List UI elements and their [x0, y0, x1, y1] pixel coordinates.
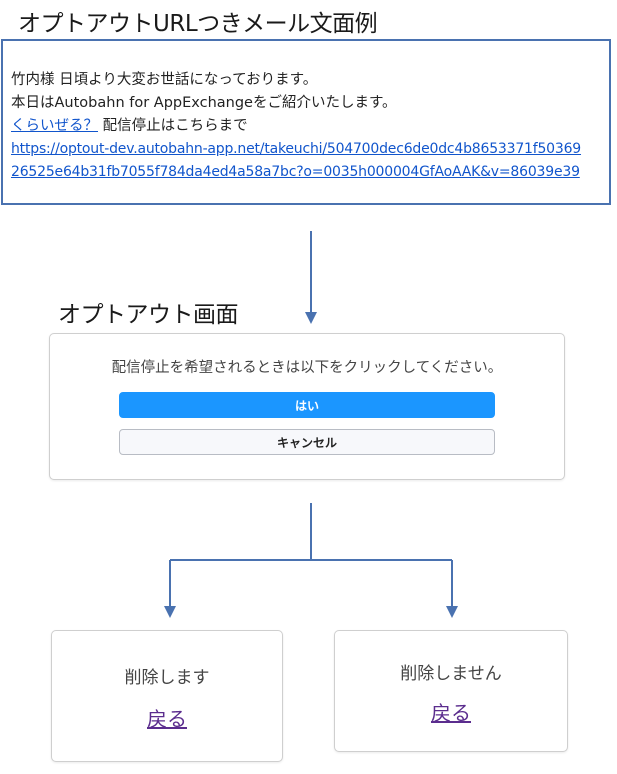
- optout-url-line-2[interactable]: 26525e64b31fb7055f784da4ed4a58a7bc?o=003…: [11, 164, 580, 180]
- keep-confirmation-text: 削除しません: [400, 664, 502, 684]
- email-intro: 本日はAutobahn for AppExchangeをご紹介いたします。: [11, 95, 397, 111]
- arrowhead-delete: [164, 606, 176, 618]
- email-link-line: くらいぜる？ 配信停止はこちらまで: [11, 115, 609, 138]
- delete-confirmation-text: 削除します: [124, 668, 210, 688]
- optout-instruction-text: 配信停止はこちらまで: [98, 118, 248, 134]
- kuraizeru-link[interactable]: くらいぜる？: [11, 118, 98, 134]
- cancel-button[interactable]: キャンセル: [119, 429, 495, 455]
- arrowhead-optout: [305, 312, 317, 324]
- keep-back-link[interactable]: 戻る: [431, 701, 471, 725]
- optout-card: 配信停止を希望されるときは以下をクリックしてください。 はい キャンセル: [49, 333, 565, 480]
- optout-screen-heading: オプトアウト画面: [58, 302, 239, 328]
- optout-message: 配信停止を希望されるときは以下をクリックしてください。: [111, 360, 503, 376]
- delete-back-link[interactable]: 戻る: [147, 707, 187, 731]
- result-keep-card: 削除しません 戻る: [334, 630, 568, 752]
- yes-button[interactable]: はい: [119, 392, 495, 418]
- email-example-box: 竹内様 日頃より大変お世話になっております。 本日はAutobahn for A…: [1, 39, 611, 205]
- optout-url-line-1[interactable]: https://optout-dev.autobahn-app.net/take…: [11, 141, 582, 157]
- email-example-heading: オプトアウトURLつきメール文面例: [18, 11, 378, 37]
- result-delete-card: 削除します 戻る: [51, 630, 283, 762]
- arrowhead-keep: [446, 606, 458, 618]
- email-greeting: 竹内様 日頃より大変お世話になっております。: [11, 72, 318, 88]
